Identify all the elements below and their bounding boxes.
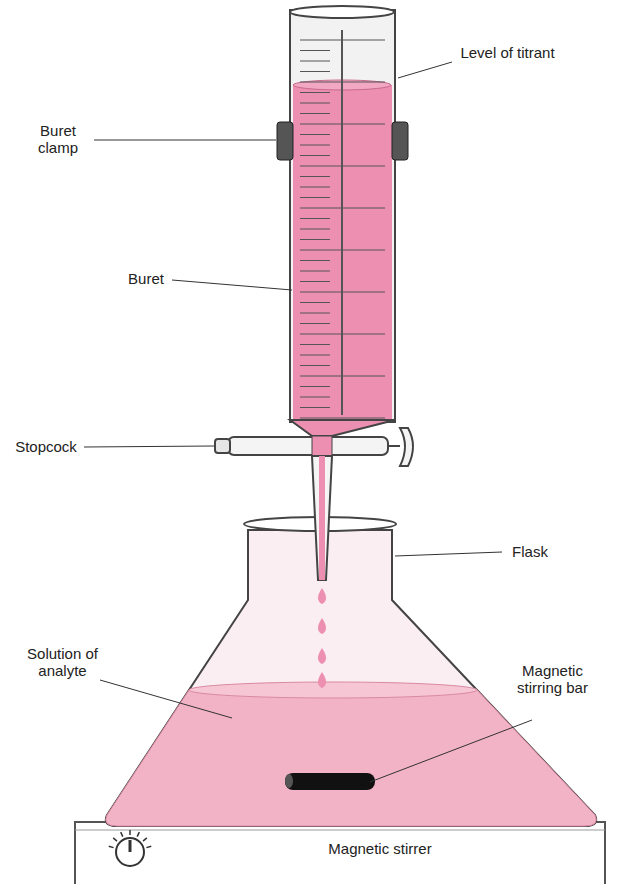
- graduation-mark: [300, 155, 330, 156]
- stopcock-bore: [312, 436, 332, 456]
- graduation-mark: [300, 103, 330, 104]
- graduation-mark: [300, 302, 330, 303]
- stirrer-edge: [75, 830, 605, 831]
- graduation-mark: [300, 50, 330, 51]
- dial-tick: [109, 846, 114, 847]
- graduation-mark: [300, 176, 330, 177]
- leader-lines: [84, 62, 532, 782]
- solution-surface: [189, 682, 477, 698]
- part-label: Buret clamp: [22, 122, 94, 156]
- dial-tick: [129, 830, 131, 835]
- part-label: Magnetic stirring bar: [505, 662, 600, 696]
- graduation-mark: [300, 323, 330, 324]
- dial-tick: [121, 832, 123, 837]
- graduation-mark: [300, 239, 330, 240]
- graduation-mark: [300, 418, 385, 419]
- stirring-bar: [285, 773, 375, 790]
- graduation-mark: [300, 187, 330, 188]
- titrant-drop: [318, 588, 326, 604]
- graduation-mark: [300, 145, 330, 146]
- graduation-mark: [300, 218, 330, 219]
- tip-liquid: [319, 456, 325, 580]
- graduation-marks: [300, 30, 385, 418]
- stirring-bar-end: [285, 774, 293, 788]
- dial-ticks: [109, 830, 152, 848]
- titrant-drop: [318, 672, 326, 688]
- scale-line: [341, 30, 343, 415]
- part-label: Solution of analyte: [15, 645, 110, 679]
- analyte-solution: [106, 690, 597, 826]
- stirrer-base: [75, 822, 605, 884]
- part-label: Stopcock: [8, 438, 84, 455]
- graduation-mark: [300, 313, 330, 314]
- buret-tube: [290, 10, 395, 422]
- graduation-mark: [300, 61, 330, 62]
- graduation-mark: [300, 386, 330, 387]
- buret-tip: [312, 456, 332, 580]
- buret-rim: [290, 6, 394, 18]
- stopcock-handle: [388, 428, 413, 466]
- stirrer-dial: [116, 838, 144, 866]
- part-label: Level of titrant: [455, 44, 560, 61]
- graduation-mark: [300, 407, 330, 408]
- graduation-mark: [300, 113, 330, 114]
- buret-taper: [290, 420, 395, 436]
- graduation-mark: [300, 271, 330, 272]
- dial-tick: [137, 832, 139, 837]
- buret-clamp-left: [277, 122, 293, 160]
- part-label: Magnetic stirrer: [320, 840, 440, 857]
- graduation-mark: [300, 134, 330, 135]
- graduation-mark: [300, 281, 330, 282]
- graduation-mark: [300, 365, 330, 366]
- buret-clamp-right: [392, 122, 408, 160]
- dial-tick: [113, 838, 117, 841]
- dial-tick: [146, 846, 151, 847]
- graduation-mark: [300, 92, 330, 93]
- part-label: Flask: [505, 543, 555, 560]
- graduation-mark: [300, 197, 330, 198]
- stopcock-knob: [215, 439, 230, 453]
- dial-tick: [143, 838, 147, 841]
- titrant-drop: [318, 648, 326, 664]
- graduation-mark: [300, 260, 330, 261]
- graduation-mark: [300, 71, 330, 72]
- titrant-drop: [318, 618, 326, 634]
- graduation-mark: [300, 397, 330, 398]
- part-label: Buret: [120, 270, 172, 287]
- graduation-mark: [300, 355, 330, 356]
- stopcock-body: [228, 437, 388, 455]
- dial-pointer: [129, 840, 132, 852]
- graduation-mark: [300, 344, 330, 345]
- graduation-mark: [300, 229, 330, 230]
